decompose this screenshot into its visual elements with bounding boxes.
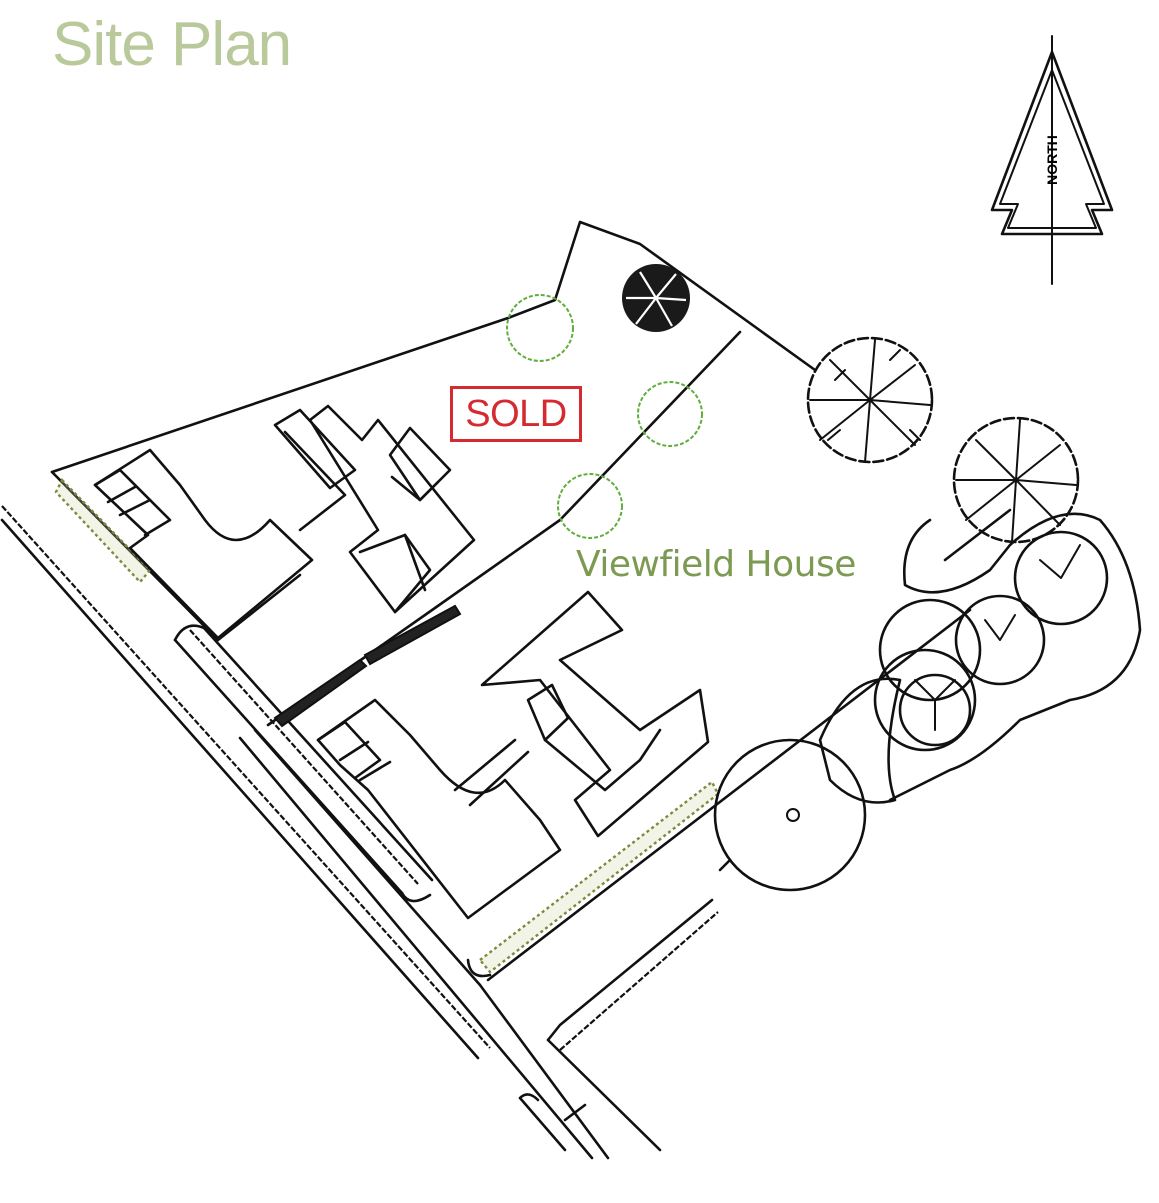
building-viewfield-house <box>316 590 710 920</box>
tree-icon <box>806 336 934 464</box>
hedges <box>54 477 720 974</box>
property-label: Viewfield House <box>576 544 856 585</box>
shrub-icon <box>637 381 703 447</box>
building-north-plot <box>93 404 476 640</box>
tree-icon <box>622 264 690 332</box>
north-arrow-icon: NORTH <box>990 35 1114 285</box>
tree-icon <box>952 416 1080 544</box>
page-title: Site Plan <box>52 10 292 79</box>
shrub-icon <box>557 473 623 539</box>
tree-canopies <box>713 512 1142 892</box>
road <box>0 505 719 1160</box>
north-label: NORTH <box>1044 135 1060 185</box>
sold-badge: SOLD <box>450 386 582 442</box>
shrubs <box>506 294 703 539</box>
site-boundary <box>50 220 1012 982</box>
shrub-icon <box>506 294 574 362</box>
